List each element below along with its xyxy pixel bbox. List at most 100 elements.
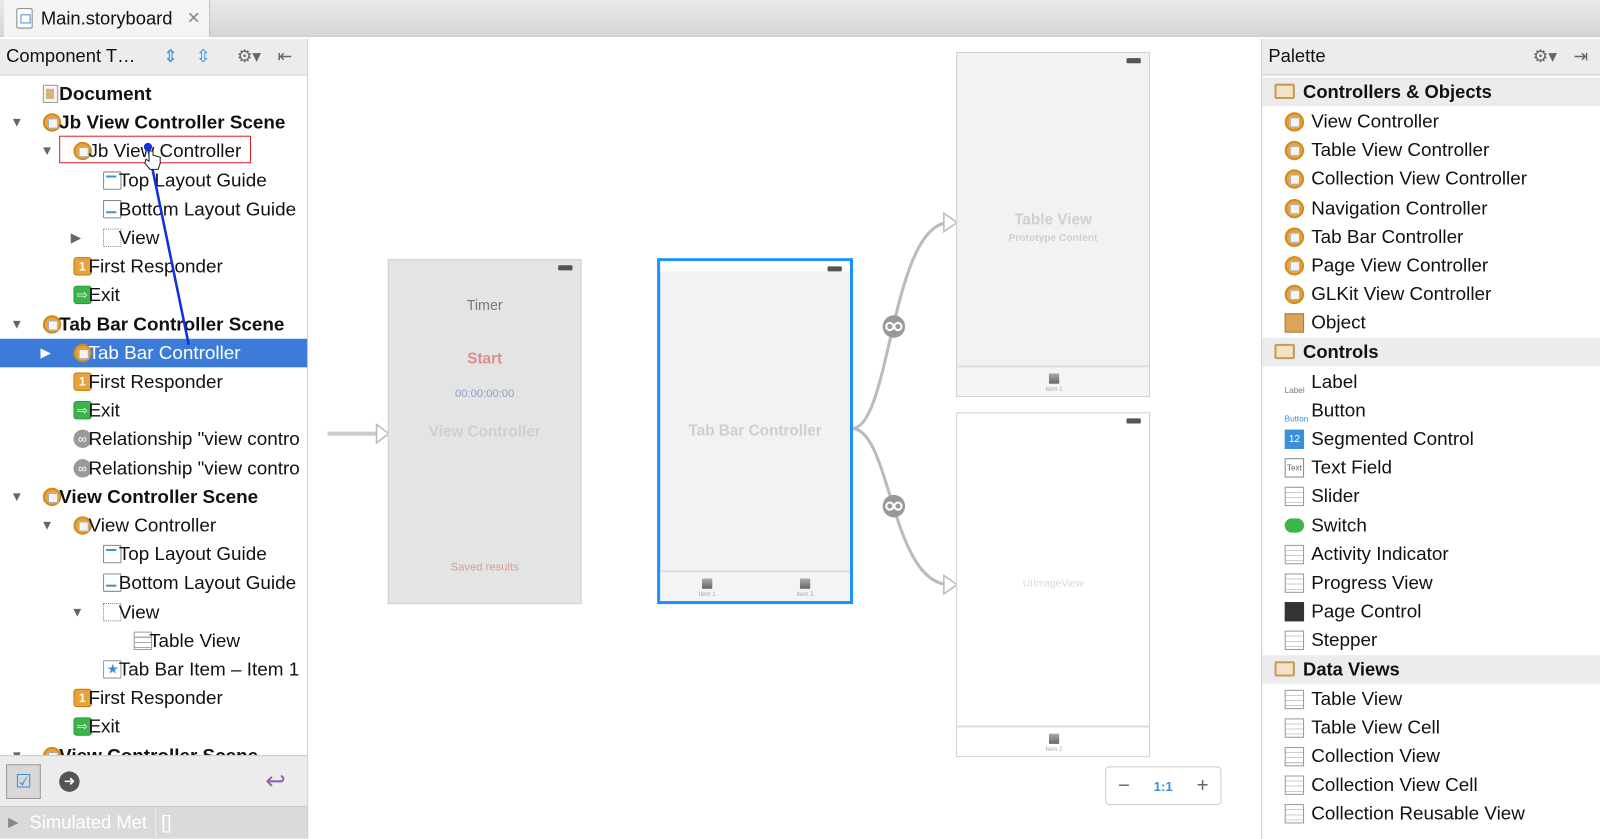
palette-item[interactable]: Slider bbox=[1262, 482, 1600, 511]
tree-row[interactable]: ▶View bbox=[0, 223, 307, 252]
tree-row[interactable]: Table View bbox=[0, 626, 307, 655]
view-controller-screen[interactable]: Timer Start 00:00:00:00 View Controller … bbox=[387, 259, 582, 605]
tree-row[interactable]: Top Layout Guide bbox=[0, 166, 307, 195]
palette-item[interactable]: Progress View bbox=[1262, 568, 1600, 597]
property-value[interactable]: [] bbox=[161, 812, 172, 833]
palette-item[interactable]: Table View Cell bbox=[1262, 713, 1600, 742]
table-view-screen[interactable]: Table View Prototype Content Item 1 bbox=[956, 52, 1150, 397]
tree-row[interactable]: ▶Tab Bar Controller bbox=[0, 338, 308, 368]
palette-item-icon bbox=[1284, 169, 1305, 190]
scene-name-label: Tab Bar Controller bbox=[688, 422, 822, 440]
close-tab-icon[interactable]: ✕ bbox=[186, 10, 201, 28]
storyboard-canvas[interactable]: Timer Start 00:00:00:00 View Controller … bbox=[309, 38, 1261, 839]
expand-triangle-icon[interactable]: ▶ bbox=[8, 814, 19, 830]
vc-icon bbox=[73, 516, 92, 535]
tree-row-label: Exit bbox=[88, 284, 120, 306]
tree-row[interactable]: Top Layout Guide bbox=[0, 540, 307, 569]
tree-row[interactable]: ▼Jb View Controller Scene bbox=[0, 108, 307, 137]
tab-bar-item[interactable]: Item 1 bbox=[687, 578, 728, 598]
palette-item[interactable]: Stepper bbox=[1262, 626, 1600, 655]
palette-item[interactable]: Page View Controller bbox=[1262, 251, 1600, 280]
tree-row[interactable]: ▼View Controller Scene bbox=[0, 482, 307, 511]
zoom-in-icon[interactable]: + bbox=[1196, 773, 1209, 797]
palette-item-label: Switch bbox=[1311, 513, 1367, 536]
tree-row[interactable]: ▼View Controller Scene bbox=[0, 741, 307, 756]
tree-row[interactable]: ⇨Exit bbox=[0, 713, 307, 742]
expand-all-icon[interactable]: ⇕ bbox=[163, 46, 178, 67]
start-button[interactable]: Start bbox=[467, 349, 503, 368]
tree-row-label: Relationship "view contro bbox=[88, 456, 300, 479]
navigate-arrow-icon[interactable]: ➜ bbox=[59, 771, 80, 792]
tree-row[interactable]: ★Tab Bar Item – Item 1 bbox=[0, 655, 307, 684]
palette-item-icon: Label bbox=[1284, 385, 1305, 395]
tree-row[interactable]: ∞Relationship "view contro bbox=[0, 425, 307, 454]
palette-item-label: Collection View Controller bbox=[1311, 167, 1528, 190]
category-label: Controls bbox=[1303, 341, 1379, 362]
tree-row[interactable]: ▼View bbox=[0, 598, 307, 627]
tree-row[interactable]: ⇨Exit bbox=[0, 281, 307, 310]
palette-item[interactable]: Collection View Cell bbox=[1262, 771, 1600, 800]
expand-triangle-icon[interactable]: ▶ bbox=[40, 344, 51, 360]
hide-panel-icon[interactable]: ⇥ bbox=[1573, 46, 1588, 67]
palette-item[interactable]: Navigation Controller bbox=[1262, 193, 1600, 222]
actual-size-icon[interactable]: 1:1 bbox=[1153, 778, 1173, 794]
palette-category[interactable]: Controllers & Objects bbox=[1262, 77, 1600, 107]
guide-icon bbox=[103, 545, 122, 564]
hide-panel-icon[interactable]: ⇤ bbox=[277, 46, 293, 67]
saved-results-button[interactable]: Saved results bbox=[450, 561, 519, 574]
tree-row[interactable]: ∞Relationship "view contro bbox=[0, 454, 307, 483]
palette-item[interactable]: Collection Reusable View bbox=[1262, 799, 1600, 828]
zoom-out-icon[interactable]: − bbox=[1117, 773, 1130, 797]
palette-item-label: Table View Cell bbox=[1311, 716, 1440, 738]
palette-item[interactable]: Object bbox=[1262, 309, 1600, 338]
tree-row[interactable]: Document bbox=[0, 80, 307, 109]
palette-item-icon: 12 bbox=[1284, 429, 1305, 449]
palette-item[interactable]: Table View bbox=[1262, 684, 1600, 713]
palette-category[interactable]: Controls bbox=[1262, 337, 1600, 366]
collapse-triangle-icon[interactable]: ▼ bbox=[10, 114, 24, 130]
collapse-all-icon[interactable]: ⇳ bbox=[195, 46, 211, 67]
collapse-triangle-icon[interactable]: ▼ bbox=[10, 488, 24, 504]
tree-row[interactable]: ⇨Exit bbox=[0, 396, 307, 425]
expand-triangle-icon[interactable]: ▶ bbox=[70, 229, 82, 245]
gear-icon[interactable]: ⚙▾ bbox=[236, 46, 261, 67]
tab-bar-item[interactable]: Item 2 bbox=[1034, 733, 1075, 753]
tab-main-storyboard[interactable]: Main.storyboard ✕ bbox=[4, 0, 211, 37]
palette-item-icon: Text bbox=[1284, 458, 1305, 478]
tree-row[interactable]: Bottom Layout Guide bbox=[0, 569, 307, 598]
palette-item[interactable]: Collection View bbox=[1262, 742, 1600, 771]
properties-toggle-icon[interactable]: ☑ bbox=[6, 764, 41, 799]
palette-item[interactable]: Collection View Controller bbox=[1262, 165, 1600, 194]
tree-row[interactable]: ▼View Controller bbox=[0, 511, 307, 540]
undo-icon[interactable]: ↩ bbox=[265, 767, 286, 795]
palette-item[interactable]: Table View Controller bbox=[1262, 136, 1600, 165]
palette-item[interactable]: View Controller bbox=[1262, 107, 1600, 136]
collapse-triangle-icon[interactable]: ▼ bbox=[40, 143, 54, 159]
palette-item[interactable]: Tab Bar Controller bbox=[1262, 222, 1600, 251]
gear-icon[interactable]: ⚙▾ bbox=[1532, 46, 1557, 67]
tab-bar-item[interactable]: Item 2 bbox=[785, 578, 826, 598]
tree-row[interactable]: ▼Tab Bar Controller Scene bbox=[0, 310, 307, 339]
tree-row[interactable]: Bottom Layout Guide bbox=[0, 195, 307, 224]
palette-item[interactable]: Activity Indicator bbox=[1262, 540, 1600, 569]
collapse-triangle-icon[interactable]: ▼ bbox=[10, 315, 24, 332]
palette-category[interactable]: Data Views bbox=[1262, 654, 1600, 684]
palette-item[interactable]: Page Control bbox=[1262, 597, 1600, 626]
tab-bar-controller-screen[interactable]: Tab Bar Controller Item 1 Item 2 bbox=[657, 258, 854, 605]
collapse-triangle-icon[interactable]: ▼ bbox=[70, 603, 84, 619]
palette-item[interactable]: Switch bbox=[1262, 511, 1600, 540]
tab-bar-item[interactable]: Item 1 bbox=[1034, 373, 1075, 393]
collapse-triangle-icon[interactable]: ▼ bbox=[10, 741, 23, 756]
palette-item[interactable]: GLKit View Controller bbox=[1262, 280, 1600, 309]
image-view-screen[interactable]: UIImageView Item 2 bbox=[956, 412, 1150, 758]
collapse-triangle-icon[interactable]: ▼ bbox=[40, 517, 54, 533]
property-row-simulated-metrics[interactable]: ▶ Simulated Met [] bbox=[0, 806, 308, 839]
